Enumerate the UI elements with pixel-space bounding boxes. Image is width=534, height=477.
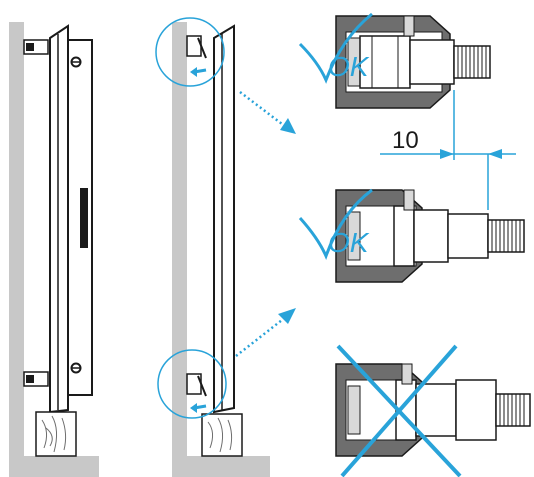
detail-circle-top: [155, 17, 225, 87]
dimension-value: 10: [392, 127, 419, 154]
wood-support-block: [35, 411, 77, 457]
fitting-incorrect-bottom: [335, 363, 531, 457]
radiator-body: [213, 24, 235, 414]
dimension-annotation: [380, 90, 516, 210]
cross-icon: [336, 344, 462, 477]
ok-label-middle: OK: [328, 227, 370, 258]
wall-strip: [9, 22, 24, 477]
floor-strip: [172, 456, 270, 477]
screw-icon: [70, 362, 82, 374]
fitting-correct-top: [335, 15, 491, 109]
checkmark-icon: [298, 12, 373, 84]
checkmark-icon: [298, 188, 373, 261]
radiator-side-view-full: [9, 22, 99, 477]
radiator-front-panel: [49, 24, 69, 414]
wall-strip: [172, 22, 187, 477]
radiator-side-view-detail: [155, 17, 296, 477]
floor-strip: [9, 456, 99, 477]
side-vent: [80, 188, 88, 248]
screw-icon: [70, 56, 82, 68]
dotted-arrow-icon: [235, 308, 296, 357]
wood-support-block: [201, 413, 243, 457]
fitting-correct-middle: [335, 189, 525, 283]
detail-circle-bottom: [157, 349, 227, 419]
ok-label-top: OK: [328, 51, 370, 82]
dotted-arrow-icon: [239, 91, 296, 134]
